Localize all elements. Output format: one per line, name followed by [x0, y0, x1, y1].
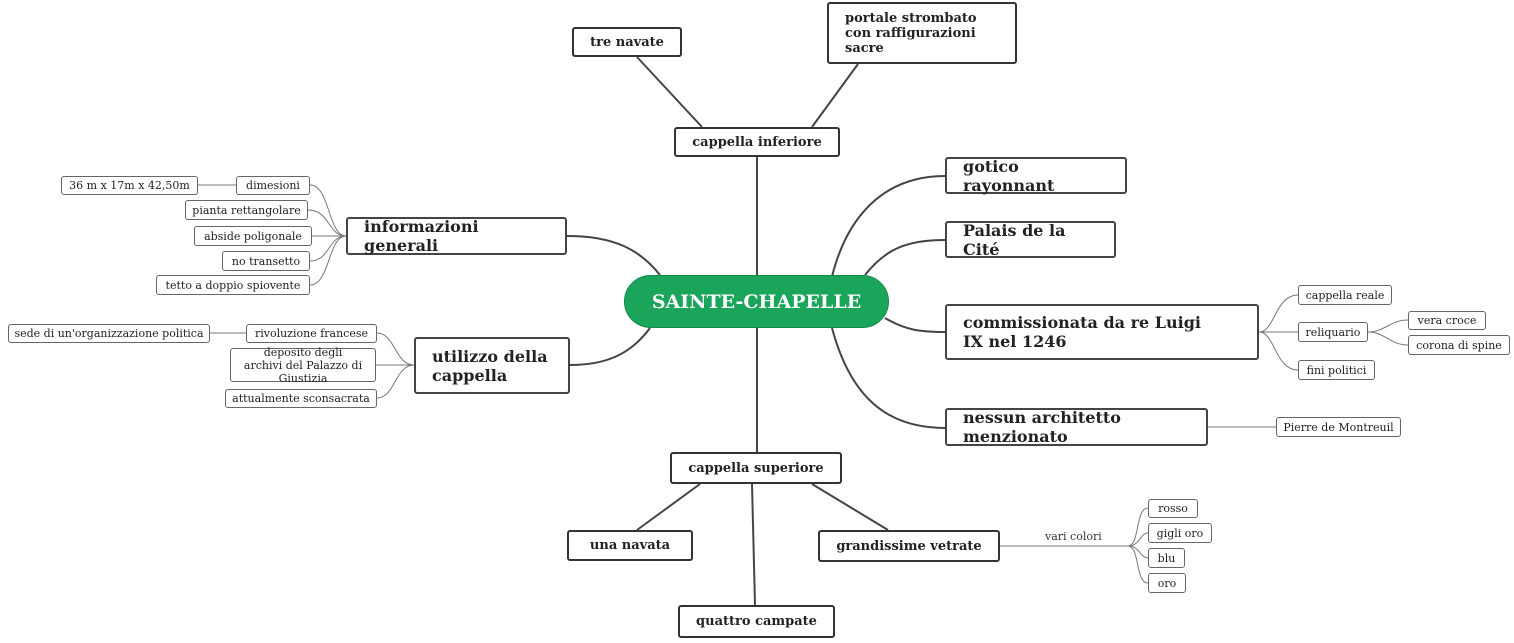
node-utilizzo-cappella[interactable]: utilizzo della cappella: [414, 337, 570, 394]
node-palais-de-la-cite[interactable]: Palais de la Cité: [945, 221, 1116, 259]
leaf-vera-croce[interactable]: vera croce: [1408, 311, 1486, 330]
leaf-abside-poligonale[interactable]: abside poligonale: [194, 226, 312, 246]
leaf-gigli-oro[interactable]: gigli oro: [1148, 523, 1212, 543]
node-quattro-campate[interactable]: quattro campate: [678, 605, 835, 638]
leaf-corona-di-spine[interactable]: corona di spine: [1408, 335, 1510, 355]
leaf-rosso[interactable]: rosso: [1148, 499, 1198, 518]
central-node[interactable]: SAINTE-CHAPELLE: [624, 275, 889, 328]
label-vari-colori: vari colori: [1045, 530, 1102, 543]
leaf-rivoluzione-francese[interactable]: rivoluzione francese: [246, 324, 377, 343]
leaf-reliquario[interactable]: reliquario: [1298, 322, 1368, 342]
leaf-dimesioni[interactable]: dimesioni: [236, 176, 310, 195]
node-informazioni-generali[interactable]: informazioni generali: [346, 217, 567, 255]
leaf-tetto-doppio-spiovente[interactable]: tetto a doppio spiovente: [156, 275, 310, 295]
leaf-deposito-archivi[interactable]: deposito degli archivi del Palazzo di Gi…: [230, 346, 376, 385]
leaf-fini-politici[interactable]: fini politici: [1298, 360, 1375, 380]
leaf-dimensions-value[interactable]: 36 m x 17m x 42,50m: [61, 176, 198, 195]
node-grandissime-vetrate[interactable]: grandissime vetrate: [818, 530, 1000, 562]
leaf-attualmente-sconsacrata[interactable]: attualmente sconsacrata: [225, 389, 377, 408]
node-una-navata[interactable]: una navata: [567, 530, 693, 561]
leaf-no-transetto[interactable]: no transetto: [222, 251, 310, 271]
node-gotico-rayonnant[interactable]: gotico rayonnant: [945, 157, 1127, 195]
node-cappella-superiore[interactable]: cappella superiore: [670, 452, 842, 484]
node-cappella-inferiore[interactable]: cappella inferiore: [674, 127, 840, 157]
node-commissionata[interactable]: commissionata da re Luigi IX nel 1246: [945, 304, 1259, 360]
leaf-oro[interactable]: oro: [1148, 573, 1186, 593]
leaf-cappella-reale[interactable]: cappella reale: [1298, 285, 1392, 305]
node-nessun-architetto[interactable]: nessun architetto menzionato: [945, 408, 1208, 446]
leaf-sede-organizzazione[interactable]: sede di un'organizzazione politica: [8, 324, 210, 343]
node-tre-navate[interactable]: tre navate: [572, 27, 682, 57]
leaf-pierre-de-montreuil[interactable]: Pierre de Montreuil: [1276, 417, 1401, 437]
leaf-pianta-rettangolare[interactable]: pianta rettangolare: [185, 200, 308, 220]
leaf-blu[interactable]: blu: [1148, 548, 1185, 568]
node-portale-strombato[interactable]: portale strombato con raffigurazioni sac…: [827, 2, 1017, 64]
